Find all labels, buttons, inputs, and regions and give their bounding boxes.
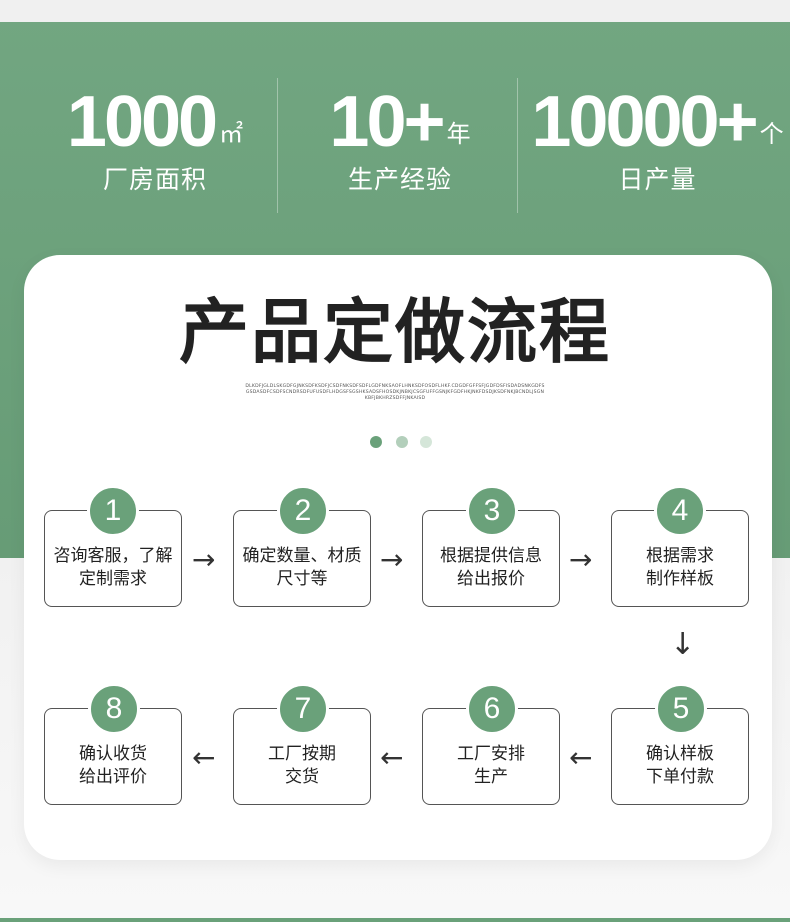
stat-unit: ㎡ bbox=[219, 120, 244, 148]
step-text-line1: 根据需求 bbox=[646, 546, 714, 566]
carousel-dot-active bbox=[370, 436, 382, 448]
step-text-line2: 制作样板 bbox=[646, 569, 714, 589]
step-number-badge: 7 bbox=[277, 683, 329, 735]
decorative-subtitle: DLKDFJGLDLSKGDFGJNKSDFKSDFJCSDFNKSDFSDFL… bbox=[245, 384, 545, 401]
stat-label: 日产量 bbox=[618, 165, 697, 194]
step-number-badge: 1 bbox=[87, 485, 139, 537]
stat-label: 厂房面积 bbox=[102, 165, 207, 194]
step-text-line2: 下单付款 bbox=[646, 767, 714, 787]
step-text-line1: 咨询客服，了解 bbox=[53, 546, 173, 566]
step-text-line1: 工厂按期 bbox=[268, 744, 336, 764]
stat-factory-area: 1000 ㎡ 厂房面积 bbox=[40, 80, 270, 196]
arrow-right-icon: → bbox=[380, 543, 404, 576]
stat-experience: 10+ 年 生产经验 bbox=[290, 80, 510, 196]
carousel-dot bbox=[420, 436, 432, 448]
arrow-left-icon: ← bbox=[192, 741, 216, 774]
arrow-right-icon: → bbox=[569, 543, 593, 576]
step-box: 根据需求制作样板 bbox=[611, 510, 749, 607]
step-text-line2: 生产 bbox=[474, 767, 508, 787]
stat-divider bbox=[277, 78, 278, 213]
stat-label: 生产经验 bbox=[347, 165, 452, 194]
arrow-right-icon: → bbox=[192, 543, 216, 576]
stat-number: 10+ bbox=[329, 82, 445, 162]
step-text-line2: 尺寸等 bbox=[276, 569, 328, 589]
step-text-line2: 定制需求 bbox=[79, 569, 147, 589]
step-text-line2: 交货 bbox=[285, 767, 319, 787]
step-number-badge: 2 bbox=[277, 485, 329, 537]
page-title: 产品定做流程 bbox=[179, 291, 611, 373]
step-text-line1: 确定数量、材质 bbox=[242, 546, 362, 566]
step-number-badge: 8 bbox=[88, 683, 140, 735]
step-text-line1: 确认收货 bbox=[79, 744, 147, 764]
stat-number: 1000 bbox=[66, 82, 218, 162]
step-text-line1: 根据提供信息 bbox=[440, 546, 542, 566]
step-number-badge: 3 bbox=[466, 485, 518, 537]
step-number-badge: 6 bbox=[466, 683, 518, 735]
arrow-down-icon: ↓ bbox=[670, 627, 696, 662]
step-text-line1: 确认样板 bbox=[646, 744, 714, 764]
stat-unit: 年 bbox=[446, 120, 471, 148]
step-text-line1: 工厂安排 bbox=[457, 744, 525, 764]
step-number-badge: 5 bbox=[655, 683, 707, 735]
top-strip bbox=[0, 0, 790, 22]
stat-daily-output: 10000+ 个 日产量 bbox=[525, 80, 790, 196]
arrow-left-icon: ← bbox=[569, 741, 593, 774]
stat-unit: 个 bbox=[759, 120, 784, 148]
arrow-left-icon: ← bbox=[380, 741, 404, 774]
carousel-dot bbox=[396, 436, 408, 448]
bottom-accent-line bbox=[0, 918, 790, 922]
step-text-line2: 给出报价 bbox=[457, 569, 525, 589]
step-number-badge: 4 bbox=[654, 485, 706, 537]
stat-divider bbox=[517, 78, 518, 213]
stat-number: 10000+ bbox=[531, 82, 758, 162]
step-text-line2: 给出评价 bbox=[79, 767, 147, 787]
